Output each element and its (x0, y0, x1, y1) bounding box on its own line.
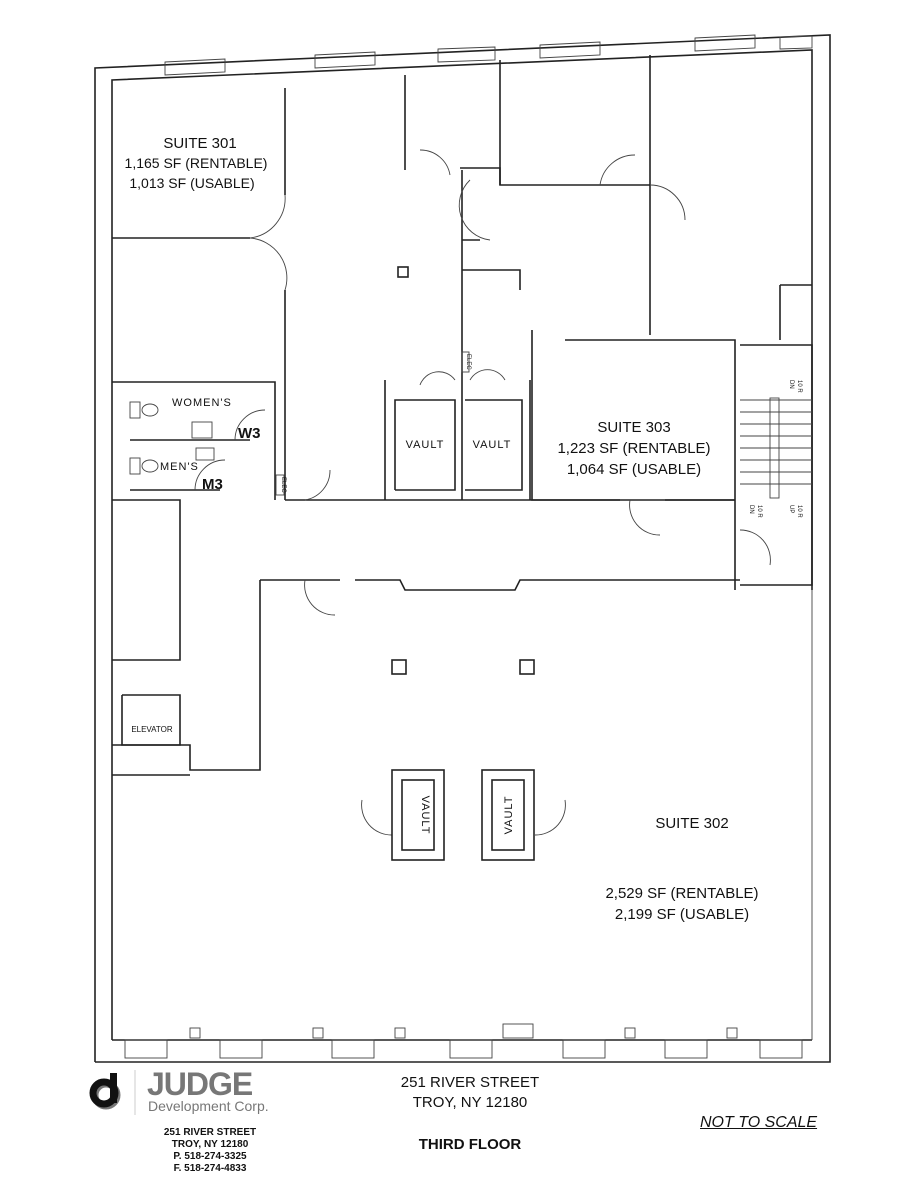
vault-label: VAULT (503, 796, 515, 835)
svg-text:10 R: 10 R (796, 505, 802, 518)
address-line1: 251 RIVER STREET (400, 1074, 540, 1091)
building-address: 251 RIVER STREET TROY, NY 12180 (380, 1073, 560, 1113)
mens-label: MEN'S (160, 461, 199, 473)
vault-label: VAULT (419, 796, 431, 835)
scale-note: NOT TO SCALE (700, 1114, 818, 1131)
suite-302-name: SUITE 302 (655, 815, 728, 832)
suite-301-usable: 1,013 SF (USABLE) (129, 175, 254, 191)
company-fax: F. 518-274-4833 (173, 1163, 247, 1174)
svg-text:10 R: 10 R (756, 505, 762, 518)
elec-label: ELEC (280, 477, 286, 493)
w3-label: W3 (238, 425, 261, 442)
top-windows (164, 34, 813, 76)
suite-301-name: SUITE 301 (163, 135, 236, 152)
company-city: TROY, NY 12180 (171, 1139, 249, 1150)
suite-303-name: SUITE 303 (597, 419, 670, 436)
womens-label: WOMEN'S (172, 397, 232, 409)
suite-303-usable: 1,064 SF (USABLE) (567, 461, 701, 478)
company-phone: P. 518-274-3325 (173, 1151, 247, 1162)
svg-text:DN: DN (788, 380, 794, 389)
judge-logo-icon (89, 1070, 136, 1115)
m3-label: M3 (202, 476, 223, 493)
columns (391, 266, 535, 675)
address-line2: TROY, NY 12180 (412, 1094, 528, 1111)
restroom-fixtures (129, 351, 470, 496)
interior-walls (112, 55, 813, 776)
suite-303-rentable: 1,223 SF (RENTABLE) (557, 440, 710, 457)
svg-text:DN: DN (748, 505, 754, 514)
company-street: 251 RIVER STREET (163, 1127, 257, 1138)
stair-labels: DN 10 R DN 10 R UP 10 R (748, 380, 802, 518)
stairs (740, 397, 812, 499)
elec-label: ELEC (465, 354, 471, 370)
elevator-label: ELEVATOR (131, 725, 173, 734)
bottom-windows (124, 1023, 803, 1059)
svg-text:10 R: 10 R (796, 380, 802, 393)
vaults-302 (391, 769, 535, 861)
suite-302-usable: 2,199 SF (USABLE) (615, 906, 749, 923)
svg-text:UP: UP (788, 505, 794, 513)
suite-302-rentable: 2,529 SF (RENTABLE) (605, 885, 758, 902)
logo-subtitle: Development Corp. (148, 1098, 269, 1114)
floor-title: THIRD FLOOR (418, 1136, 522, 1153)
doors (194, 149, 771, 836)
logo-name: JUDGE (147, 1066, 253, 1102)
vault-label: VAULT (406, 439, 445, 451)
vault-label: VAULT (473, 439, 512, 451)
suite-301-rentable: 1,165 SF (RENTABLE) (125, 155, 268, 171)
company-address: 251 RIVER STREET TROY, NY 12180 P. 518-2… (150, 1127, 270, 1175)
